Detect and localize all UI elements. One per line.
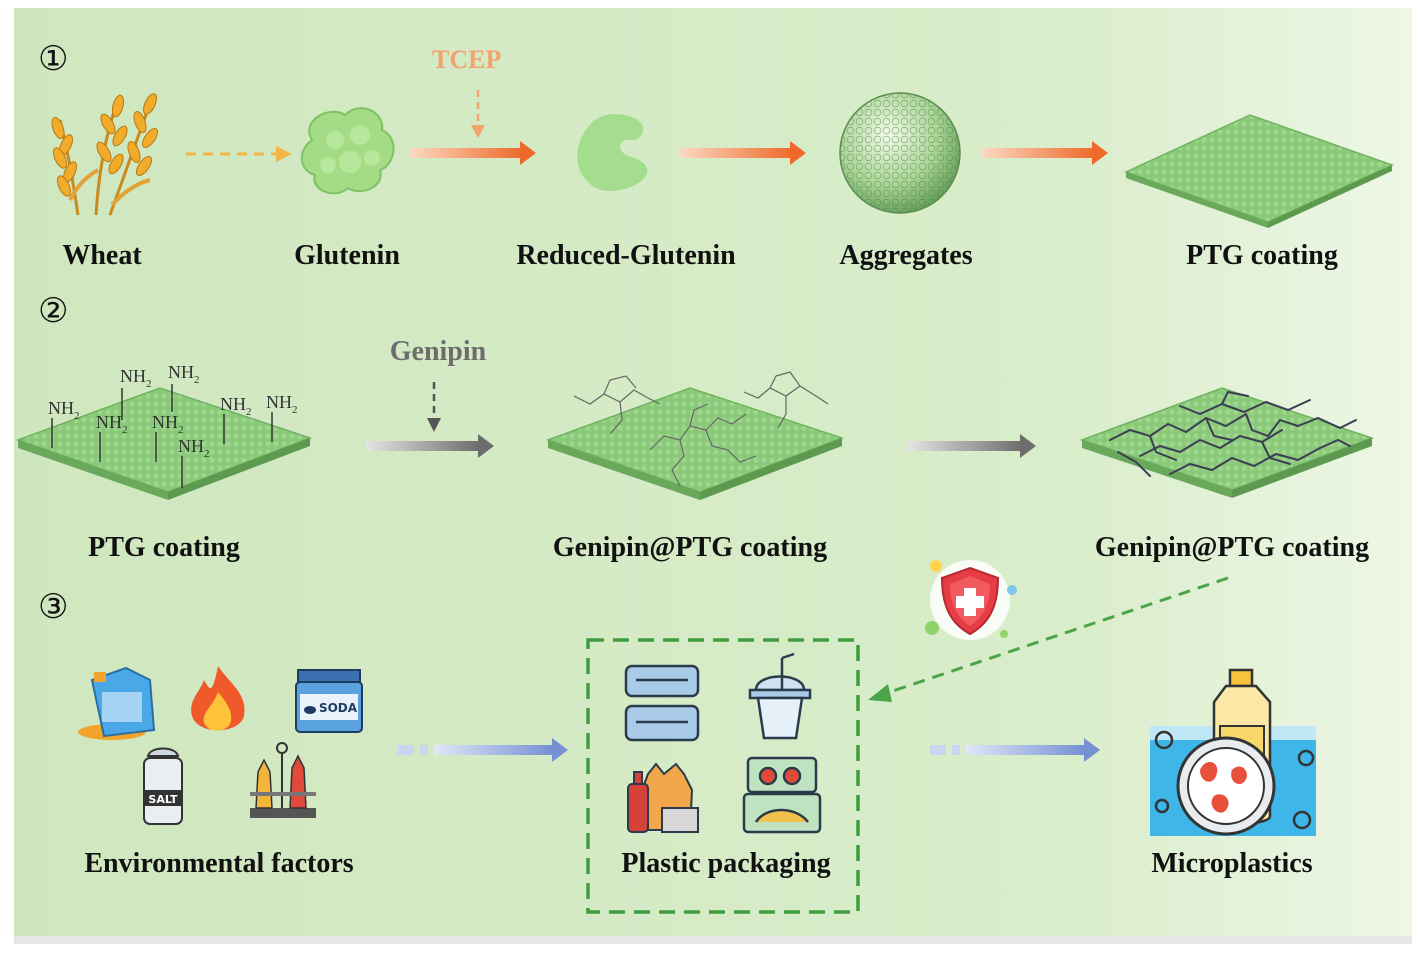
shield-protection-icon xyxy=(925,560,1017,640)
amine-label: NH2 xyxy=(168,362,200,386)
label-microplastics: Microplastics xyxy=(1151,848,1312,879)
wheat-icon xyxy=(51,93,159,216)
amine-label: NH2 xyxy=(48,398,80,422)
step-2-marker: ② xyxy=(38,291,68,331)
amine-label: NH2 xyxy=(266,392,298,416)
label-genipin-ptg-coating-1: Genipin@PTG coating xyxy=(553,532,827,563)
arrow-environment-packaging xyxy=(398,738,568,762)
step-3-marker: ③ xyxy=(38,587,68,627)
label-wheat: Wheat xyxy=(62,240,142,271)
reduced-glutenin-icon xyxy=(577,114,648,192)
ptg-coating-amine-plate-icon xyxy=(15,384,313,500)
packaging-dashed-box xyxy=(586,638,860,914)
condiment-bottles-icon xyxy=(250,742,316,818)
genipin-ptg-plate-icon xyxy=(545,371,845,500)
amine-label: NH2 xyxy=(220,394,252,418)
arrow-genipin-crosslinked xyxy=(908,434,1036,458)
dashed-arrow-coating-packaging xyxy=(868,576,1229,702)
microplastics-icon xyxy=(1150,668,1316,836)
arrow-reduced-aggregates xyxy=(680,141,806,165)
aggregates-sphere-icon xyxy=(839,92,961,214)
tcep-label: TCEP xyxy=(432,45,501,74)
label-environmental-factors: Environmental factors xyxy=(84,848,353,879)
amine-label: NH2 xyxy=(178,436,210,460)
soda-jar-icon: SODA xyxy=(295,669,363,733)
grocery-bag-icon xyxy=(627,762,699,833)
label-genipin-ptg-coating-2: Genipin@PTG coating xyxy=(1095,532,1369,563)
crosslinked-coating-plate-icon xyxy=(1079,387,1375,498)
amine-label: NH2 xyxy=(152,412,184,436)
ptg-coating-plate-icon xyxy=(1124,114,1394,228)
label-ptg-coating-1: PTG coating xyxy=(1186,240,1338,271)
label-glutenin: Glutenin xyxy=(294,240,400,271)
food-container-icon xyxy=(742,756,822,834)
genipin-dashed-arrow xyxy=(427,382,441,432)
tcep-dashed-arrow xyxy=(471,90,485,138)
drink-cup-icon xyxy=(748,652,812,740)
step-1-marker: ① xyxy=(38,39,68,79)
arrow-glutenin-reduced xyxy=(410,141,536,165)
oil-jug-icon xyxy=(78,666,156,740)
takeout-box-icon xyxy=(624,664,700,742)
amine-label: NH2 xyxy=(120,366,152,390)
arrow-aggregates-coating xyxy=(982,141,1108,165)
label-ptg-coating-2: PTG coating xyxy=(88,532,240,563)
label-plastic-packaging: Plastic packaging xyxy=(621,848,830,879)
salt-shaker-icon: SALT xyxy=(143,747,183,825)
label-aggregates: Aggregates xyxy=(839,240,972,271)
amine-label: NH2 xyxy=(96,412,128,436)
amine-groups: NH2 NH2 NH2 NH2 NH2 NH2 NH2 NH2 xyxy=(48,362,298,460)
genipin-label: Genipin xyxy=(390,336,487,367)
soda-text: SODA xyxy=(319,701,358,715)
arrow-ptg-genipin xyxy=(366,434,494,458)
dashed-arrow-wheat-glutenin xyxy=(186,146,292,162)
label-reduced-glutenin: Reduced-Glutenin xyxy=(516,240,736,271)
arrow-packaging-microplastics xyxy=(930,738,1100,762)
glutenin-icon xyxy=(300,107,395,195)
fire-icon xyxy=(191,666,245,731)
salt-text: SALT xyxy=(148,793,178,806)
